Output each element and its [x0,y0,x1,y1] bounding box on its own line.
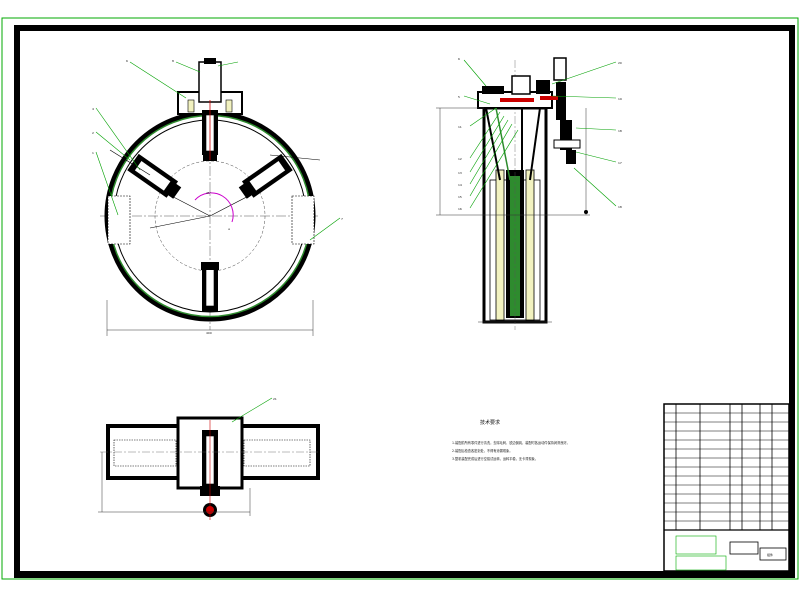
side-view: 6 5 11 12 13 14 15 16 20 19 18 17 18 [436,57,622,330]
notes-line-3: 3.整机装配完成后进行空载试运转，运转平稳，无卡滞现象。 [452,456,538,461]
callout-2: 2 [92,131,94,135]
callout-4: 4 [92,107,94,111]
front-view: 45° α 400 1 2 4 6 8 7 [92,58,343,336]
callout-top-21: 21 [273,397,277,401]
title-block-name: 组件 [767,552,773,557]
top-view: 21 [98,397,320,520]
notes-heading: 技术要求 [480,419,500,426]
callout-side-12: 12 [458,157,462,161]
callout-side-6: 6 [458,57,460,61]
callout-side-16: 16 [458,207,462,211]
width-dimension: 400 [206,331,212,335]
callout-side-18b: 18 [618,205,622,209]
notes-line-1: 1.装配前所有零件进行清洗，去除毛刺、锐边倒钝，装配时各运动件保持润滑良好。 [452,440,570,445]
callout-side-17: 17 [618,161,622,165]
outer-border [1,17,799,580]
callout-side-15: 15 [458,195,462,199]
callout-side-14: 14 [458,183,462,187]
callout-7: 7 [341,217,343,221]
inner-border [14,25,795,578]
angle-label: 45° [206,191,212,195]
callout-side-5: 5 [458,95,460,99]
notes-line-2: 2.装配后检查各密封处，不得有渗漏现象。 [452,448,512,453]
title-block: 组件 [663,403,790,572]
callout-side-18a: 18 [618,129,622,133]
callout-side-20: 20 [618,61,622,65]
callout-8: 8 [172,59,174,63]
technical-notes: 技术要求 1.装配前所有零件进行清洗，去除毛刺、锐边倒钝，装配时各运动件保持润滑… [452,419,570,461]
callout-side-11: 11 [458,125,462,129]
svg-text:α: α [228,227,230,231]
callout-side-19: 19 [618,97,622,101]
callout-side-13: 13 [458,171,462,175]
callout-1: 1 [92,151,94,155]
callout-6: 6 [126,59,128,63]
